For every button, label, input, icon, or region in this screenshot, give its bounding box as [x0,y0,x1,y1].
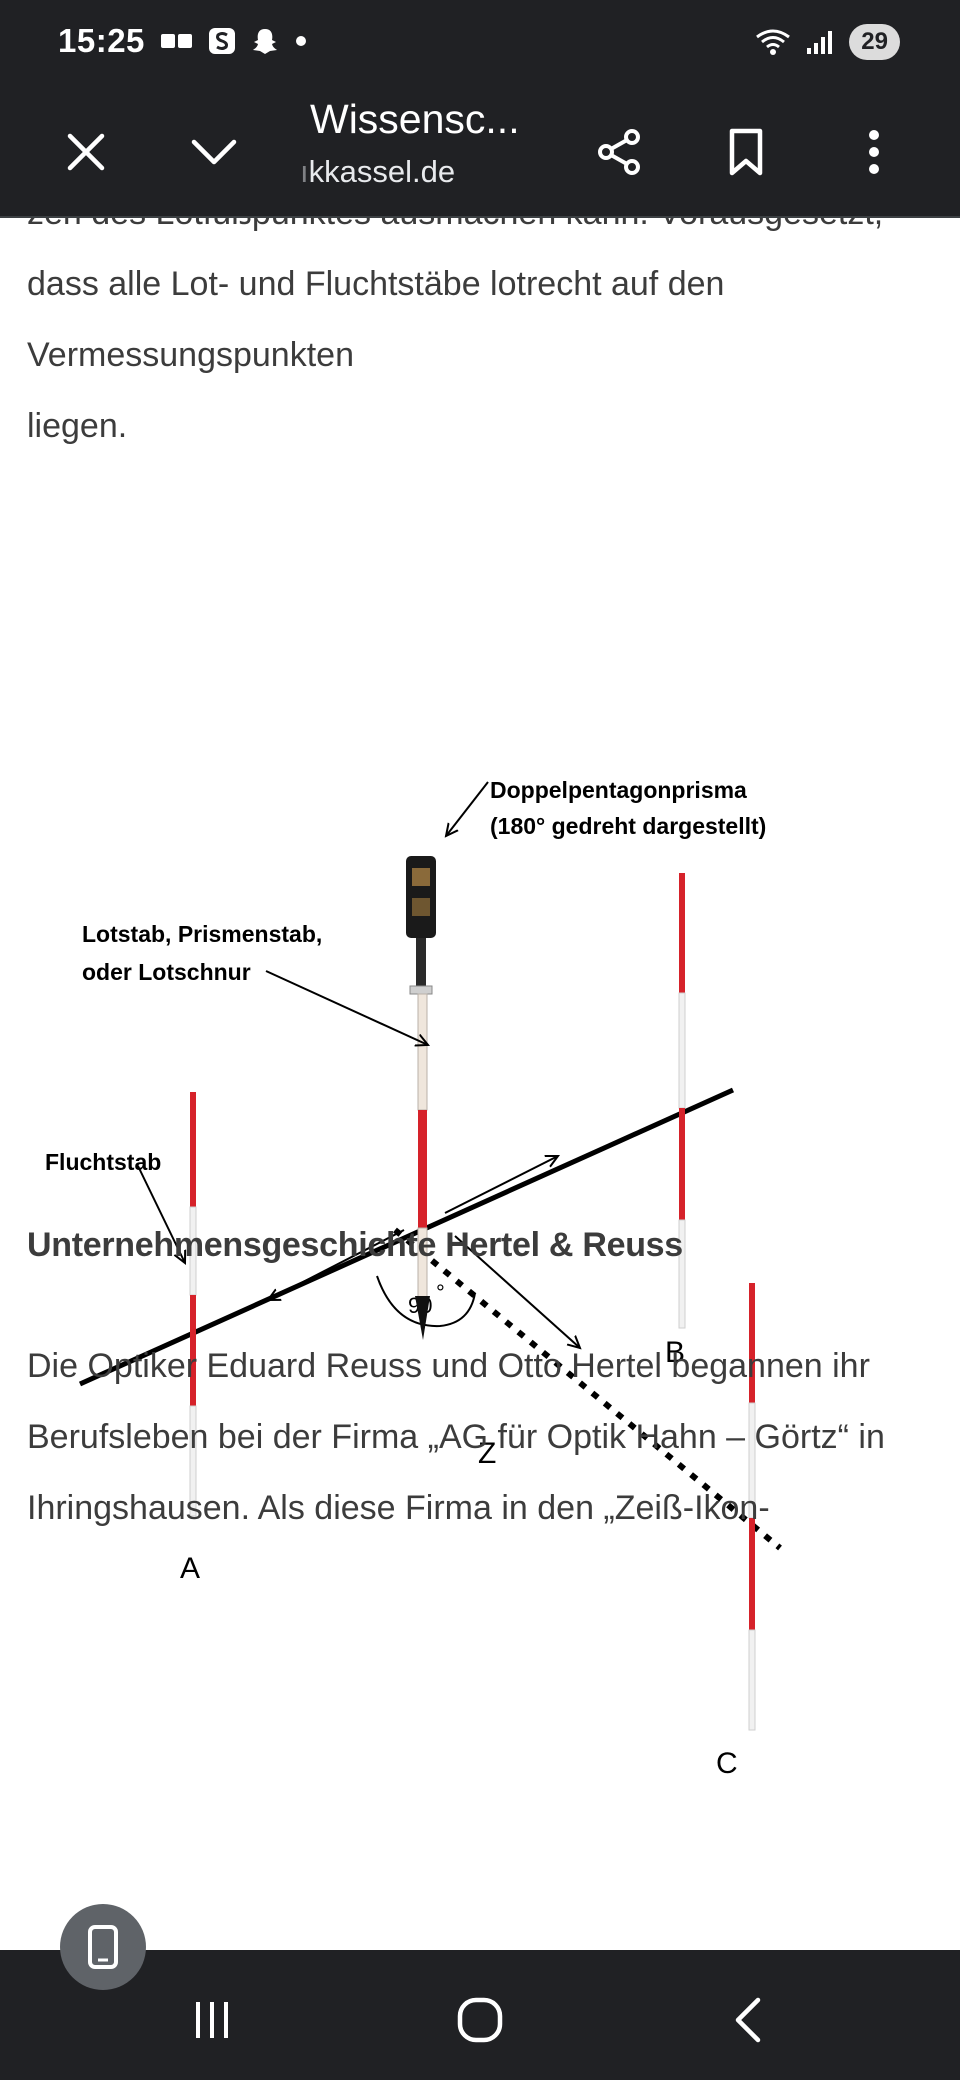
url-domain: kkassel.de [308,154,456,189]
article-paragraph-2: Die Optiker Eduard Reuss und Otto Hertel… [27,1331,937,1544]
browser-toolbar: Wissensc... ıkkassel.de [0,88,960,218]
status-icons-right: 29 [755,24,900,60]
status-icons-left [160,26,308,56]
recent-apps-icon [196,2002,228,2038]
label-lotstab-2: oder Lotschnur [82,959,251,985]
perpendicular-dotted-line [393,1227,782,1551]
text-line: Vermessungspunkten [27,336,354,374]
article-content: zen des Lotfußpunktes ausmachen kann. Vo… [0,218,960,1950]
back-icon [735,1997,761,2043]
text-line: Berufsleben bei der Firma „AG für Optik … [27,1418,885,1456]
degree-sign: ° [436,1280,445,1305]
close-icon [67,133,105,171]
close-button[interactable] [52,118,120,186]
surveying-diagram: 90 ° [45,777,782,1780]
section-heading: Unternehmensgeschichte Hertel & Reuss [27,1226,683,1264]
label-prism-1: Doppelpentagonprisma [490,777,747,803]
home-button[interactable] [440,1980,520,2060]
page-title[interactable]: Wissensc... [310,96,520,142]
status-time: 15:25 [58,22,145,59]
page-url[interactable]: ıkkassel.de [300,154,455,190]
pointer-prism [446,781,489,836]
arrow-up-right [444,1156,558,1214]
signal-icon [807,31,833,54]
label-fluchtstab: Fluchtstab [45,1149,161,1175]
arrow-left [268,1229,405,1300]
label-lotstab-1: Lotstab, Prismenstab, [82,921,322,947]
home-icon [457,1997,503,2043]
phone-toggle-icon [88,1925,118,1969]
system-navbar [0,1950,960,2080]
right-angle-arc [376,1275,476,1328]
back-button[interactable] [708,1980,788,2060]
bookmark-icon [729,128,763,176]
text-line: Die Optiker Eduard Reuss und Otto Hertel… [27,1347,870,1385]
text-line: dass alle Lot- und Fluchtstäbe lotrecht … [27,265,725,303]
share-icon [598,129,640,175]
label-prism-2: (180° gedreht dargestellt) [490,813,766,839]
collapse-button[interactable] [180,118,248,186]
wifi-icon [756,29,791,55]
lotstab-with-prism [406,856,436,1340]
s-app-icon [209,28,235,54]
share-button[interactable] [585,118,653,186]
text-line: Ihringshausen. Als diese Firma in den „Z… [27,1489,770,1527]
snapchat-icon [253,29,277,54]
bookmark-button[interactable] [712,118,780,186]
article-paragraph: zen des Lotfußpunktes ausmachen kann. Vo… [27,218,937,462]
fluchtstab-c [748,1283,756,1731]
text-line: liegen. [27,407,128,445]
arrow-down-right [454,1235,580,1348]
point-a-label: A [180,1552,200,1585]
recent-apps-button[interactable] [172,1980,252,2060]
more-vert-icon [869,130,879,174]
text-line-cut: zen des Lotfußpunktes ausmachen kann. Vo… [27,218,937,249]
battery-indicator: 29 [849,24,900,60]
chevron-down-icon [191,139,237,165]
more-options-button[interactable] [840,118,908,186]
url-faded-prefix: ı [300,154,309,189]
point-c-label: C [716,1747,738,1780]
status-bar: 15:25 29 [0,0,960,88]
baseline-ab [78,1087,735,1387]
dot-icon [296,36,306,46]
pointer-fluchtstab [137,1165,185,1263]
news-icon [161,34,192,48]
pointer-lotstab [265,970,428,1045]
point-b-label: B [665,1336,685,1369]
fluchtstab-a [189,1092,197,1517]
fluchtstab-b [678,873,686,1329]
point-z-label: Z [478,1437,496,1470]
phone-toggle-button[interactable] [60,1904,146,1990]
